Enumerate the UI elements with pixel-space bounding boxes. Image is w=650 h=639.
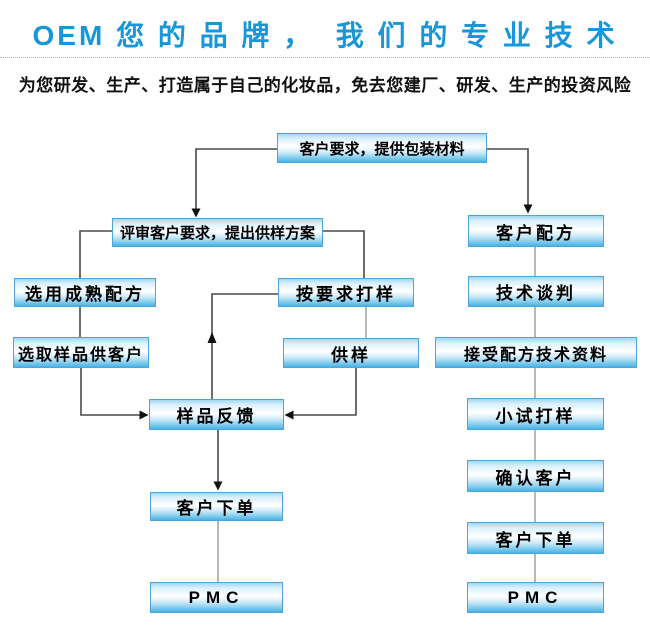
up-arrowhead <box>207 332 217 343</box>
connector-review-to-mature <box>79 230 112 278</box>
flow-node-tech-negotiation: 技术谈判 <box>468 276 604 307</box>
flow-node-customer-order-left: 客户下单 <box>150 492 283 521</box>
flow-node-customer-order-right: 客户下单 <box>467 522 604 554</box>
flow-node-pmc-left: PMC <box>150 582 283 613</box>
connector-select-to-feedback <box>80 368 149 420</box>
page-subtitle: 为您研发、生产、打造属于自己的化妆品，免去您建厂、研发、生产的投资风险 <box>18 76 632 95</box>
flow-node-sample-feedback: 样品反馈 <box>149 399 284 430</box>
flow-node-review-requirements: 评审客户要求，提出供样方案 <box>112 218 323 247</box>
flow-node-sample-on-request: 按要求打样 <box>278 278 414 307</box>
flow-node-accept-formula-docs: 接受配方技术资料 <box>435 337 637 368</box>
connector-top-to-customer-formula <box>487 148 533 214</box>
connector-feedback-to-on-request <box>211 293 278 399</box>
connector-supply-to-feedback <box>284 368 357 420</box>
flow-node-mature-formula: 选用成熟配方 <box>14 278 156 307</box>
dotted-divider <box>0 57 650 58</box>
page-title: OEM 您 的 品 牌 ， 我 们 的 专 业 技 术 <box>32 20 618 51</box>
flow-node-confirm-customer: 确认客户 <box>467 460 604 492</box>
connector-review-to-on-request <box>323 230 365 278</box>
flow-node-sample-for-customer: 选取样品供客户 <box>13 337 149 368</box>
flow-node-customer-formula: 客户配方 <box>468 215 604 247</box>
flow-node-pmc-right: PMC <box>467 582 604 613</box>
flow-node-trial-sample: 小试打样 <box>467 398 604 430</box>
connector-top-to-review <box>191 148 277 218</box>
flow-node-customer-requirements: 客户要求，提供包装材料 <box>277 133 487 163</box>
flow-node-supply-sample: 供样 <box>283 338 419 368</box>
